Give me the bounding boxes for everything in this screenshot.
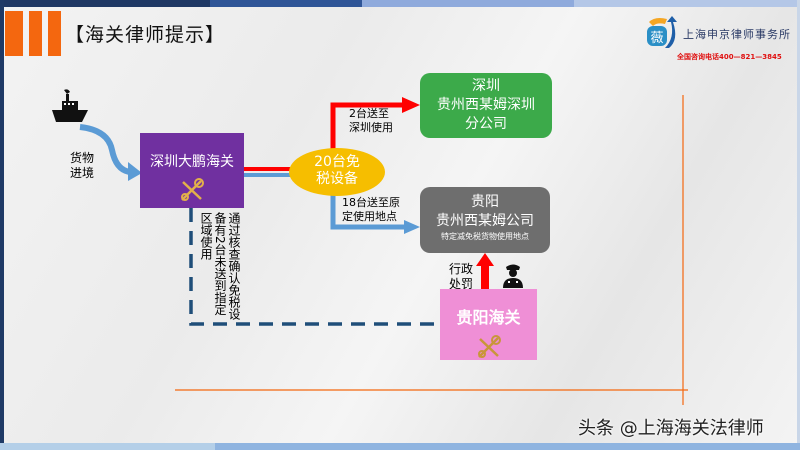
guiyang-branch-arrow	[330, 195, 405, 230]
svg-text:薇: 薇	[650, 31, 663, 46]
shenzhen-branch-arrow	[330, 102, 405, 152]
verification-dashed-line	[189, 208, 440, 326]
page-title: 【海关律师提示】	[65, 24, 226, 46]
ship-to-customs-arrow	[79, 124, 131, 175]
customs-emblem-icon	[181, 178, 204, 201]
shenzhen-dapeng-customs-node: 深圳大鹏海关	[140, 133, 244, 208]
shenzhen-branch-company-node: 深圳 贵州西某姆深圳 分公司	[420, 73, 552, 138]
guiyang-customs-node: 贵阳海关	[440, 289, 537, 360]
penalty-arrow	[481, 265, 489, 289]
police-officer-icon	[503, 264, 523, 288]
watermark: 头条 @上海海关法律师	[578, 418, 764, 439]
firm-logo-icon: 薇	[647, 16, 677, 48]
law-firm-logo: 薇 上海申京律师事务所 全国咨询电话400—821—3845	[645, 16, 795, 66]
goods-entry-label: 货物 进境	[70, 151, 95, 180]
firm-hotline: 全国咨询电话400—821—3845	[677, 53, 782, 61]
verification-note-col1: 通过核查确认免税设	[227, 212, 241, 320]
right-edge-bar	[797, 0, 800, 450]
verification-note-col2: 备有2台未送到指定	[213, 212, 227, 316]
left-edge-bar	[0, 0, 4, 450]
guiyang-company-node: 贵阳 贵州西某姆公司 特定减免税货物使用地点	[420, 187, 550, 253]
duty-free-equipment-node: 20台免 税设备	[289, 148, 385, 196]
firm-name: 上海申京律师事务所	[683, 28, 791, 41]
top-color-bar	[0, 0, 800, 7]
customs-emblem-icon	[477, 335, 501, 358]
bottom-color-bar	[0, 443, 800, 450]
ship-icon	[52, 89, 88, 122]
verification-note-col3: 区域使用	[199, 212, 213, 260]
shenzhen-branch-label: 2台送至 深圳使用	[349, 107, 393, 134]
penalty-label: 行政 处罚	[449, 262, 474, 291]
title-stripes-decoration	[5, 11, 61, 56]
guiyang-branch-label: 18台送至原 定使用地点	[342, 196, 400, 223]
